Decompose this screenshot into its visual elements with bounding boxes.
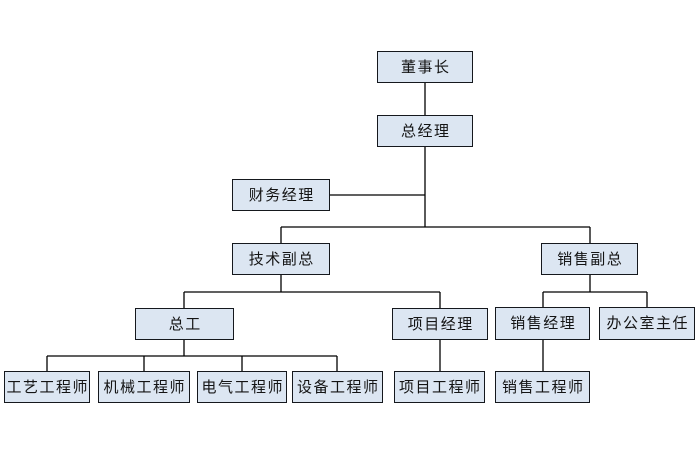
org-node-tech-vp: 技术副总	[232, 243, 330, 275]
org-node-label: 工艺工程师	[6, 377, 90, 396]
org-node-label: 项目经理	[407, 314, 474, 333]
org-node-label: 总经理	[400, 121, 451, 140]
org-node-finance-manager: 财务经理	[232, 179, 330, 211]
org-node-label: 销售工程师	[501, 377, 585, 396]
org-node-electrical-engineer: 电气工程师	[197, 371, 287, 403]
org-node-label: 销售副总	[557, 249, 624, 268]
org-node-general-manager: 总经理	[377, 115, 473, 147]
org-node-sales-vp: 销售副总	[541, 243, 638, 275]
org-node-label: 总工	[168, 314, 202, 333]
org-node-office-director: 办公室主任	[599, 307, 695, 340]
org-node-mechanical-engineer: 机械工程师	[98, 371, 190, 403]
org-node-project-engineer: 项目工程师	[394, 371, 485, 403]
org-node-label: 设备工程师	[296, 377, 380, 396]
org-node-label: 办公室主任	[606, 314, 689, 332]
org-node-label: 机械工程师	[103, 377, 186, 396]
org-node-sales-manager: 销售经理	[495, 307, 590, 340]
org-node-label: 电气工程师	[201, 377, 284, 396]
org-node-chief-engineer: 总工	[135, 308, 234, 340]
org-node-process-engineer: 工艺工程师	[4, 371, 90, 403]
org-node-label: 财务经理	[248, 185, 315, 204]
org-node-sales-engineer: 销售工程师	[495, 371, 590, 403]
org-node-equipment-engineer: 设备工程师	[292, 371, 383, 403]
org-node-chairman: 董事长	[377, 51, 473, 83]
org-node-label: 项目工程师	[398, 377, 482, 396]
org-node-label: 销售经理	[510, 314, 577, 332]
org-node-project-manager: 项目经理	[392, 308, 488, 340]
org-node-label: 技术副总	[248, 249, 315, 268]
org-node-label: 董事长	[400, 57, 451, 76]
